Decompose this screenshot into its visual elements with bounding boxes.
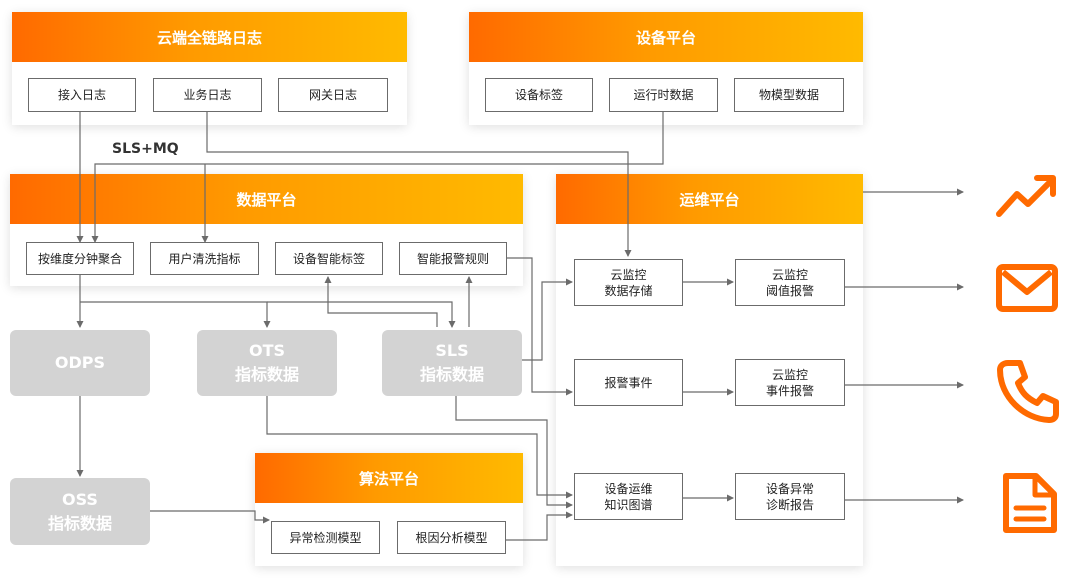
- algo-platform-title: 算法平台: [255, 453, 523, 503]
- trend-chart-icon: [996, 175, 1056, 217]
- device-tag-box: 设备标签: [485, 78, 593, 112]
- gateway-log-box: 网关日志: [278, 78, 388, 112]
- device-diagnosis-report-box: 设备异常 诊断报告: [735, 473, 845, 520]
- cloud-monitor-event-alarm-box: 云监控 事件报警: [735, 359, 845, 406]
- odps-store: ODPS: [10, 330, 150, 396]
- phone-icon: [997, 360, 1059, 423]
- ops-platform-title: 运维平台: [556, 174, 863, 224]
- root-cause-model-box: 根因分析模型: [397, 521, 506, 554]
- alarm-event-box: 报警事件: [574, 359, 683, 406]
- ots-store: OTS 指标数据: [197, 330, 337, 396]
- anomaly-detection-model-box: 异常检测模型: [271, 521, 380, 554]
- sls-store: SLS 指标数据: [382, 330, 522, 396]
- device-platform-title: 设备平台: [469, 12, 863, 62]
- cloud-monitor-storage-box: 云监控 数据存储: [574, 259, 683, 306]
- access-log-box: 接入日志: [28, 78, 136, 112]
- oss-store: OSS 指标数据: [10, 478, 150, 545]
- device-ops-knowledge-graph-box: 设备运维 知识图谱: [574, 473, 683, 520]
- business-log-box: 业务日志: [153, 78, 262, 112]
- thing-model-data-box: 物模型数据: [734, 78, 844, 112]
- user-cleaning-metrics-box: 用户清洗指标: [150, 242, 259, 275]
- document-icon: [1003, 473, 1057, 533]
- mail-icon: [996, 264, 1058, 312]
- cloud-log-title: 云端全链路日志: [12, 12, 407, 62]
- cloud-monitor-threshold-alarm-box: 云监控 阈值报警: [735, 259, 845, 306]
- sls-mq-label: SLS+MQ: [112, 141, 179, 157]
- smart-alarm-rule-box: 智能报警规则: [399, 242, 507, 275]
- minute-aggregation-box: 按维度分钟聚合: [26, 242, 134, 275]
- runtime-data-box: 运行时数据: [609, 78, 718, 112]
- device-smart-tag-box: 设备智能标签: [275, 242, 383, 275]
